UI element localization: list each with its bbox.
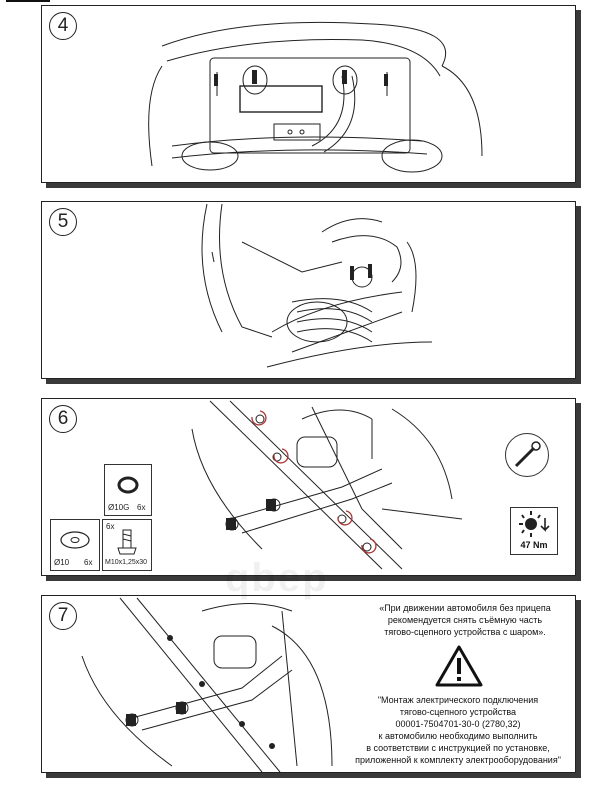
step-6-illustration: [191, 400, 463, 570]
step-5-panel: 5: [41, 201, 576, 379]
torque-box: 47 Nm: [510, 507, 558, 555]
warning-triangle-icon: [435, 645, 483, 687]
grower-washer-size: Ø10G: [108, 503, 130, 512]
step-number-4: 4: [49, 12, 77, 40]
bolt-qty: 6x: [106, 522, 115, 531]
note-remove-ball-line: «При движении автомобиля без прицепа: [379, 603, 551, 613]
note-remove-ball-line: рекомендуется снять съёмную часть: [387, 615, 543, 625]
torque-value: 47 Nm: [520, 540, 548, 550]
step-5-illustration: [201, 203, 433, 368]
step-7-illustration: [81, 597, 333, 772]
flat-washer-icon: [60, 531, 90, 549]
note-electrical-line: 00001-7504701-30-0 (2780,32): [395, 719, 521, 729]
note-electrical-line: приложенной к комплекту электрооборудова…: [355, 755, 561, 765]
step-6-panel: 6 Ø10G 6x Ø10 6x 6x M10x1,25x30: [41, 398, 576, 576]
step-number-5: 5: [49, 208, 77, 236]
note-electrical-line: "Монтаж электрического подключения: [377, 695, 539, 705]
torque-wrench-icon: [505, 433, 549, 477]
note-electrical-line: в соответствии с инструкцией по установк…: [366, 743, 550, 753]
torque-dial-icon: [519, 511, 550, 537]
note-electrical-line: к автомобилю необходимо выполнить: [378, 731, 538, 741]
bolt-size: M10x1,25x30: [105, 559, 148, 566]
page-top-rule: [6, 0, 50, 2]
note-electrical-line: тягово-сцепного устройства: [399, 707, 517, 717]
step-number-6: 6: [49, 405, 77, 433]
note-remove-ball-line: тягово-сцепного устройства с шаром».: [384, 627, 546, 637]
flat-washer-qty: 6x: [84, 558, 93, 567]
step-4-panel: 4: [41, 5, 576, 183]
note-remove-ball: «При движении автомобиля без прицепа рек…: [360, 602, 570, 638]
flat-washer-box: Ø10 6x: [50, 519, 100, 571]
bolt-box: 6x M10x1,25x30: [102, 519, 152, 571]
step-number-7: 7: [49, 602, 77, 630]
note-electrical-install: "Монтаж электрического подключения тягов…: [338, 694, 578, 766]
watermark: qbep: [225, 556, 329, 600]
bolt-icon: [117, 529, 137, 555]
step-7-panel: 7 «При движении автомобиля без прицепа р…: [41, 595, 576, 773]
step-4-illustration: [148, 21, 483, 173]
flat-washer-size: Ø10: [54, 558, 70, 567]
grower-washer-icon: [117, 476, 139, 494]
grower-washer-qty: 6x: [137, 503, 146, 512]
grower-washer-box: Ø10G 6x: [104, 464, 152, 516]
